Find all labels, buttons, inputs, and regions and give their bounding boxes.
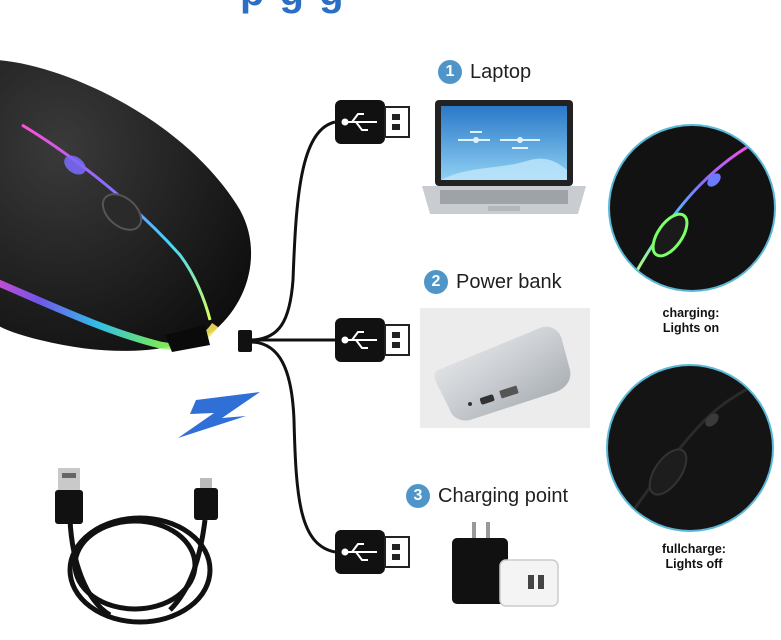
- usb-icon: [341, 113, 377, 131]
- status-charging: charging: Lights on: [646, 306, 736, 336]
- step-number-badge: 1: [438, 60, 462, 84]
- mouse-icon: [0, 60, 252, 352]
- power-bank-icon: [420, 308, 590, 428]
- status-title: fullcharge:: [662, 542, 726, 556]
- status-detail: Lights on: [662, 321, 720, 335]
- device-charging-point: 3 Charging point: [406, 484, 568, 508]
- device-label: Laptop: [470, 60, 532, 83]
- status-fullcharge: fullcharge: Lights off: [646, 542, 742, 572]
- usb-cable-icon: [55, 468, 218, 625]
- device-label: Charging point: [438, 484, 569, 507]
- usb-plug-1: [335, 100, 410, 144]
- charging-lights-on-closeup: [608, 124, 776, 292]
- status-detail: Lights off: [665, 557, 723, 571]
- device-label: Power bank: [456, 270, 562, 293]
- fullcharge-lights-off-closeup: [606, 364, 774, 532]
- wall-charger-icon: [452, 522, 559, 607]
- usb-plug-3: [335, 530, 410, 574]
- status-title: charging:: [662, 306, 720, 320]
- page-title: p g g: [240, 0, 346, 15]
- step-number-badge: 3: [406, 484, 430, 508]
- laptop-icon: [422, 100, 586, 214]
- usb-icon: [341, 331, 377, 349]
- charging-cables: [238, 120, 336, 554]
- lightning-icon: [178, 392, 260, 438]
- device-power-bank: 2 Power bank: [424, 270, 562, 294]
- usb-icon: [341, 543, 377, 561]
- device-laptop: 1 Laptop: [438, 60, 531, 84]
- step-number-badge: 2: [424, 270, 448, 294]
- usb-plug-2: [335, 318, 410, 362]
